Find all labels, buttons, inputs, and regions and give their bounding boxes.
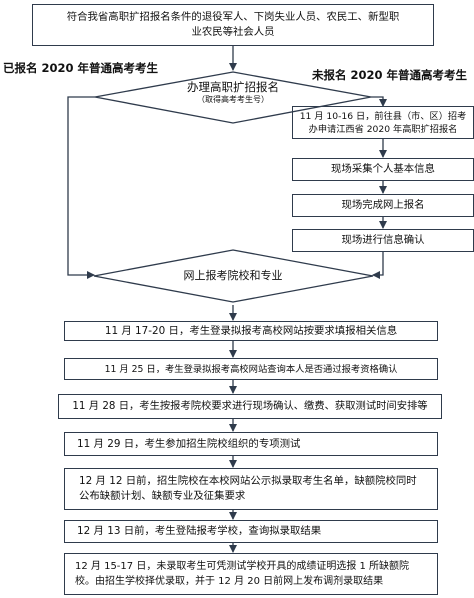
step-adjust-admission-text: 12 月 15-17 日，未录取考生可凭测试学校开具的成绩证明选报 1 所缺额院…	[75, 561, 410, 587]
top-eligibility-box: 符合我省高职扩招报名条件的退役军人、下岗失业人员、农民工、新型职业农民等社会人员	[32, 4, 434, 46]
right-step-collect-text: 现场采集个人基本信息	[331, 163, 435, 175]
right-step-apply-text: 11 月 10-16 日，前往县（市、区）招考办申请江西省 2020 年高职扩招…	[299, 110, 467, 135]
step-query-result-text: 12 月 13 日前，考生登陆报考学校，查询拟录取结果	[77, 525, 322, 537]
right-step-confirm-text: 现场进行信息确认	[341, 234, 425, 246]
step-adjust-admission-box: 12 月 15-17 日，未录取考生可凭测试学校开具的成绩证明选报 1 所缺额院…	[64, 553, 438, 595]
step-check-qualification-text: 11 月 25 日，考生登录拟报考高校网站查询本人是否通过报考资格确认	[104, 363, 398, 375]
step-fill-info-box: 11 月 17-20 日，考生登录拟报考高校网站按要求填报相关信息	[64, 321, 438, 341]
step-fill-info-text: 11 月 17-20 日，考生登录拟报考高校网站按要求填报相关信息	[104, 324, 398, 337]
step-special-test-text: 11 月 29 日，考生参加招生院校组织的专项测试	[77, 437, 301, 450]
right-step-confirm-box: 现场进行信息确认	[292, 229, 474, 252]
diamond-registration: 办理高职扩招报名 （取得高考考生号）	[150, 80, 316, 105]
right-step-collect-box: 现场采集个人基本信息	[292, 158, 474, 181]
right-step-online-text: 现场完成网上报名	[341, 199, 425, 211]
arrow-diamond1-to-right-branch	[371, 96, 387, 107]
diamond-registration-subtitle: （取得高考考生号）	[197, 95, 269, 104]
diamond-registration-shape	[94, 71, 372, 124]
arrow-left-branch-to-diamond2	[67, 96, 95, 279]
diamond-apply-text: 网上报考院校和专业	[183, 269, 283, 282]
diamond-registration-title: 办理高职扩招报名	[187, 80, 279, 94]
step-query-result-box: 12 月 13 日前，考生登陆报考学校，查询拟录取结果	[64, 520, 438, 543]
label-unregistered-branch: 未报名 2020 年普通高考考生	[312, 68, 468, 82]
arrow-right-branch-to-diamond2	[372, 252, 384, 279]
label-registered-branch: 已报名 2020 年普通高考考生	[3, 61, 159, 75]
step-onsite-confirm-text: 11 月 28 日，考生按报考院校要求进行现场确认、缴费、获取测试时间安排等	[72, 400, 428, 412]
diamond-apply-shape	[93, 249, 374, 303]
step-check-qualification-box: 11 月 25 日，考生登录拟报考高校网站查询本人是否通过报考资格确认	[64, 358, 438, 380]
step-publish-list-text: 12 月 12 日前，招生院校在本校网站公示拟录取考生名单，缺额院校同时公布缺额…	[79, 475, 417, 502]
step-publish-list-box: 12 月 12 日前，招生院校在本校网站公示拟录取考生名单，缺额院校同时公布缺额…	[64, 468, 438, 510]
step-special-test-box: 11 月 29 日，考生参加招生院校组织的专项测试	[64, 432, 438, 456]
right-step-apply-box: 11 月 10-16 日，前往县（市、区）招考办申请江西省 2020 年高职扩招…	[292, 106, 474, 139]
right-step-online-box: 现场完成网上报名	[292, 194, 474, 217]
step-onsite-confirm-box: 11 月 28 日，考生按报考院校要求进行现场确认、缴费、获取测试时间安排等	[58, 394, 442, 419]
top-eligibility-text: 符合我省高职扩招报名条件的退役军人、下岗失业人员、农民工、新型职业农民等社会人员	[66, 11, 400, 38]
